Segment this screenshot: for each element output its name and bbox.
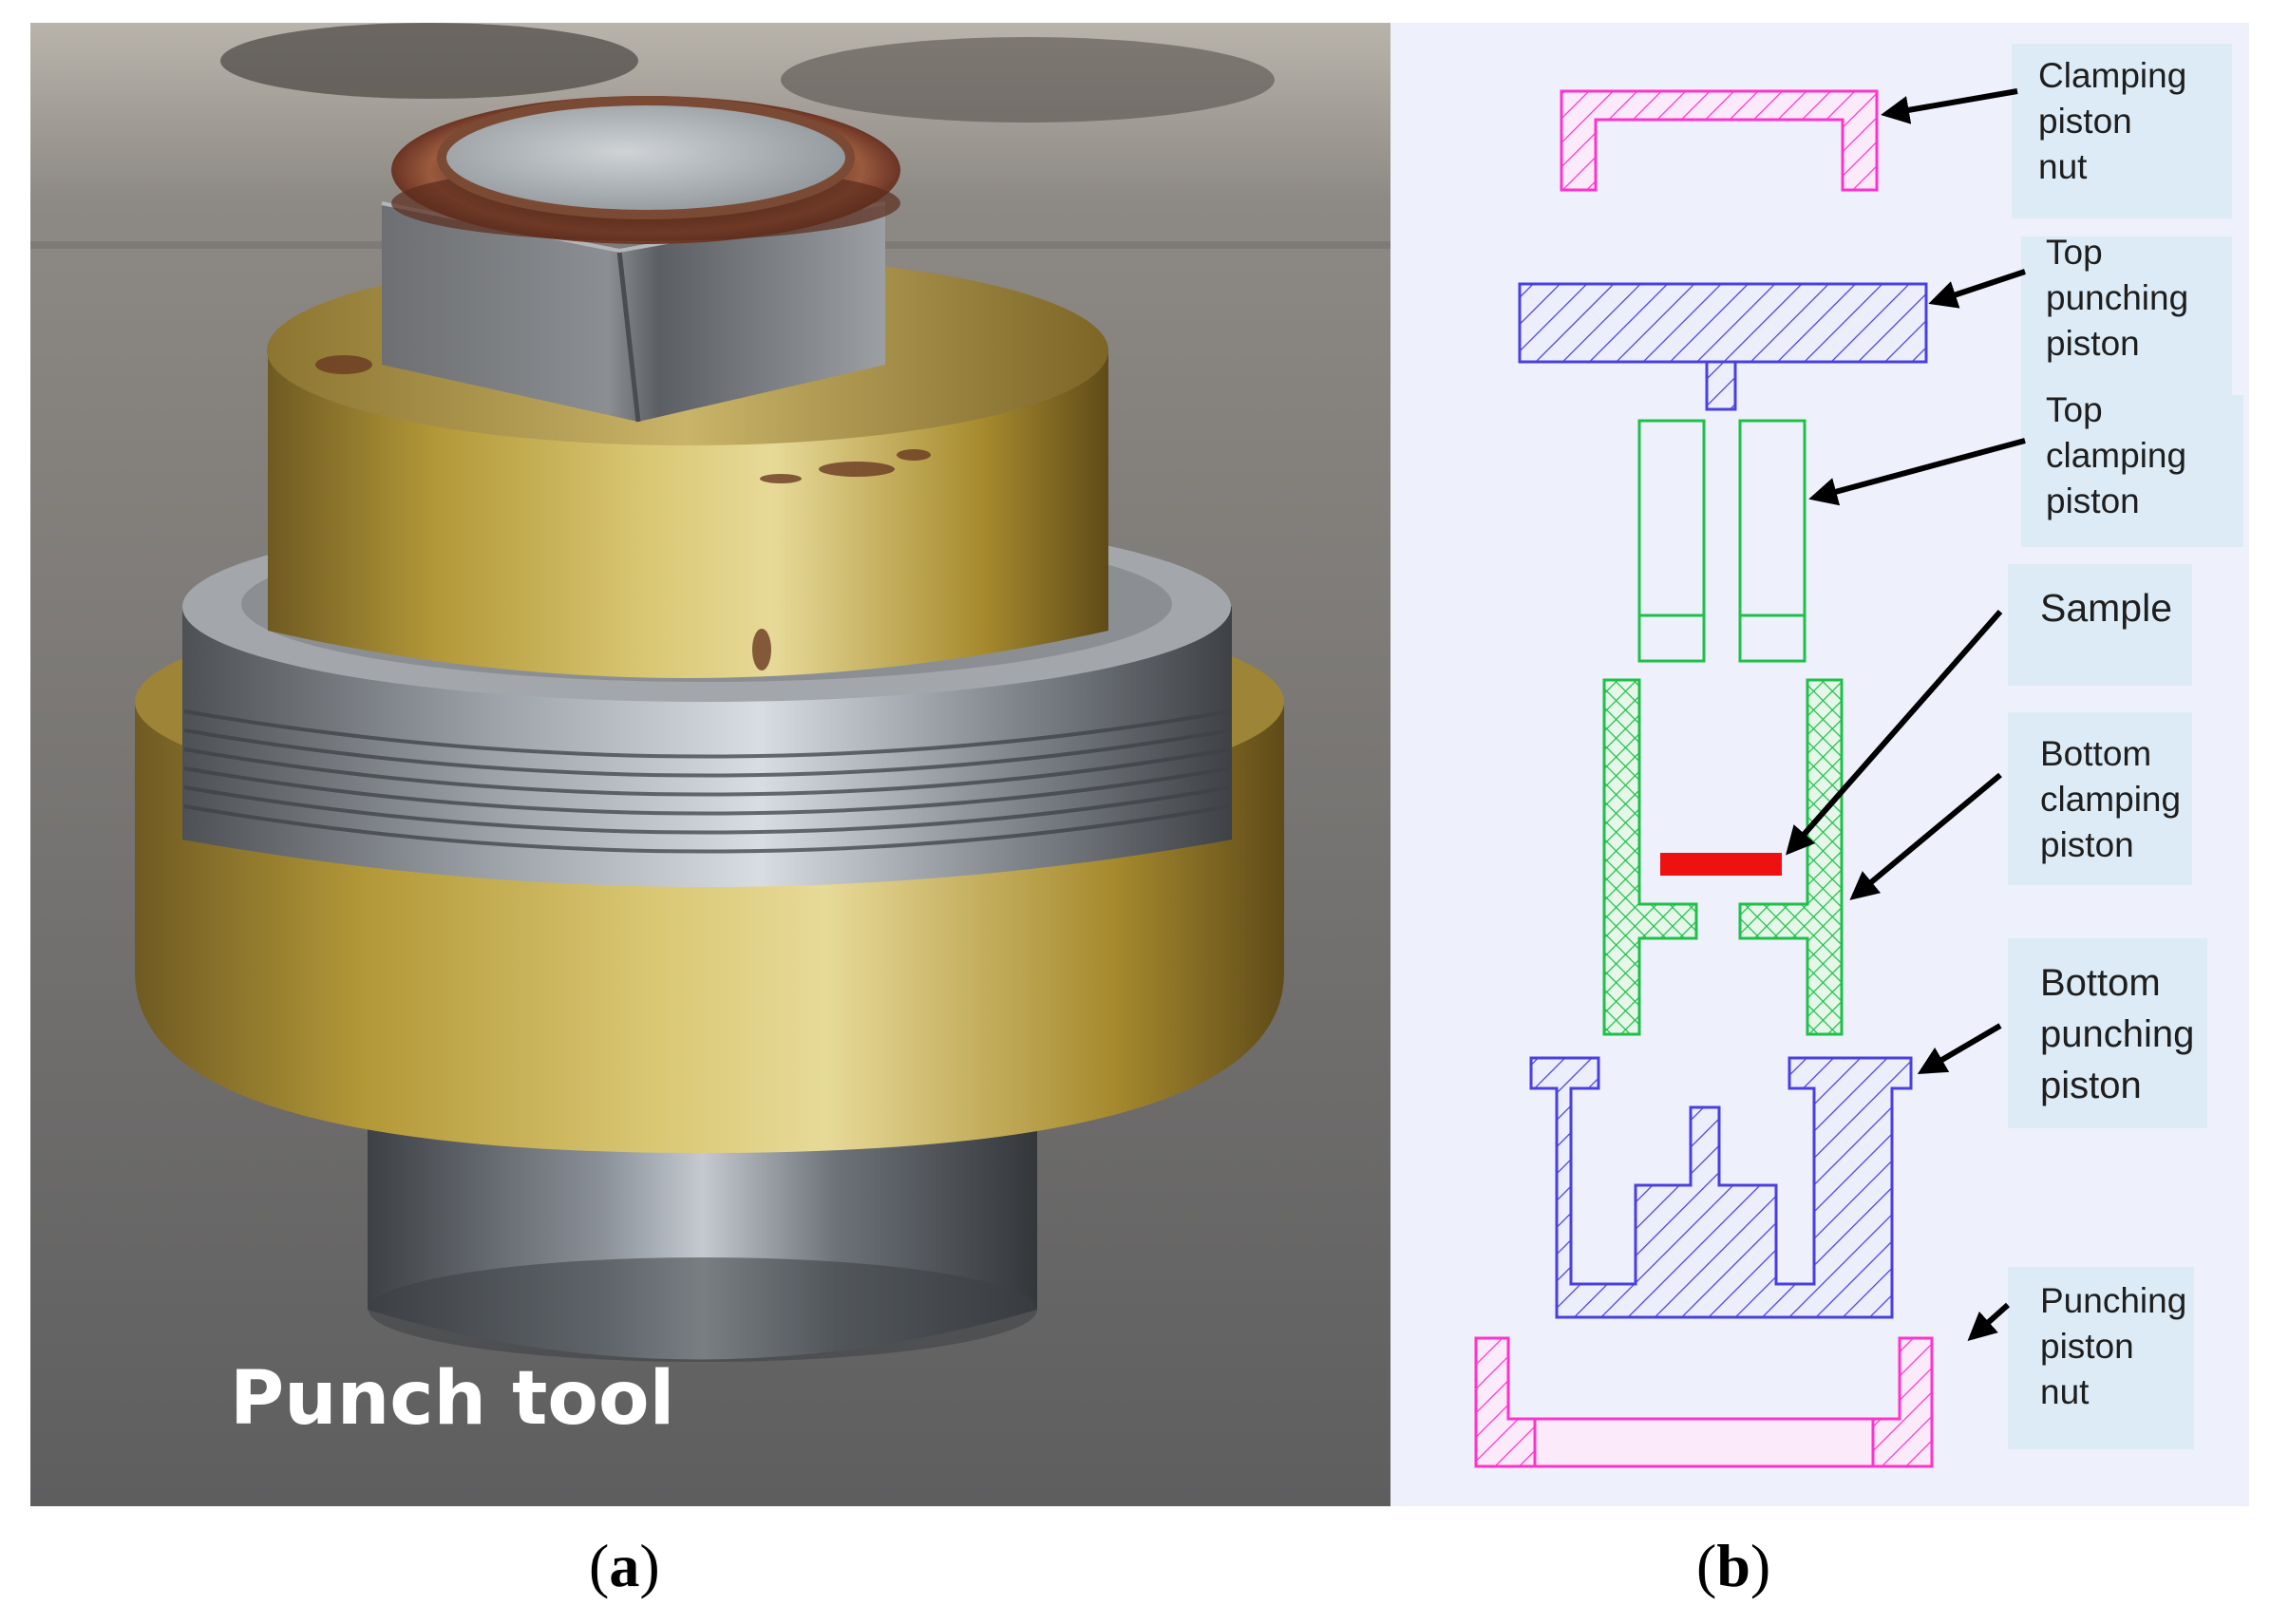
callout-box-top-punching-piston (2021, 236, 2232, 396)
label-clamping-piston-nut: Clamping piston nut (2038, 56, 2197, 186)
callout-box-clamping-piston-nut (2012, 44, 2232, 218)
panel-b-diagram: Clamping piston nut Top punching piston … (1390, 23, 2249, 1506)
arrow-top-clamping-piston (1808, 438, 2026, 506)
clamping-piston-nut-shape (1560, 89, 1879, 192)
callout-box-bottom-clamping-piston (2008, 712, 2192, 885)
label-top-punching-piston: Top punching piston (2046, 233, 2198, 363)
punch-tool-photo: Punch tool (30, 23, 1390, 1506)
arrow-bottom-punching-piston (1917, 1023, 2002, 1075)
photo-label: Punch tool (230, 1356, 674, 1442)
panel-b-caption: (b) (1696, 1532, 1771, 1599)
callout-box-sample (2008, 564, 2192, 686)
arrow-top-punching-piston (1928, 269, 2026, 309)
callout-box-bottom-punching-piston (2008, 938, 2207, 1128)
bottom-punching-piston-shape (1529, 1056, 1913, 1319)
label-top-clamping-piston: Top clamping piston (2046, 390, 2196, 520)
arrow-bottom-clamping-piston (1849, 772, 2002, 900)
sample-shape (1660, 853, 1782, 876)
exploded-view-diagram: Clamping piston nut Top punching piston … (1390, 23, 2249, 1506)
callout-box-punching-piston-nut (2008, 1267, 2194, 1449)
panel-a-caption: (a) (589, 1532, 660, 1599)
label-bottom-clamping-piston: Bottom clamping piston (2040, 734, 2190, 864)
arrow-sample (1786, 610, 2003, 856)
top-punching-piston-shape (1518, 282, 1928, 411)
arrow-clamping-piston-nut (1881, 88, 2018, 124)
punching-piston-nut-shape (1474, 1336, 1934, 1468)
bottom-clamping-piston-shape (1602, 678, 1844, 1036)
top-clamping-piston-shape (1637, 419, 1807, 663)
arrow-punching-piston-nut (1967, 1302, 2011, 1342)
label-punching-piston-nut: Punching piston nut (2040, 1281, 2197, 1411)
label-sample: Sample (2040, 586, 2172, 630)
callout-box-top-clamping-piston (2021, 395, 2243, 547)
panel-a-photo: Punch tool (30, 23, 1390, 1506)
label-bottom-punching-piston: Bottom punching piston (2040, 962, 2205, 1106)
